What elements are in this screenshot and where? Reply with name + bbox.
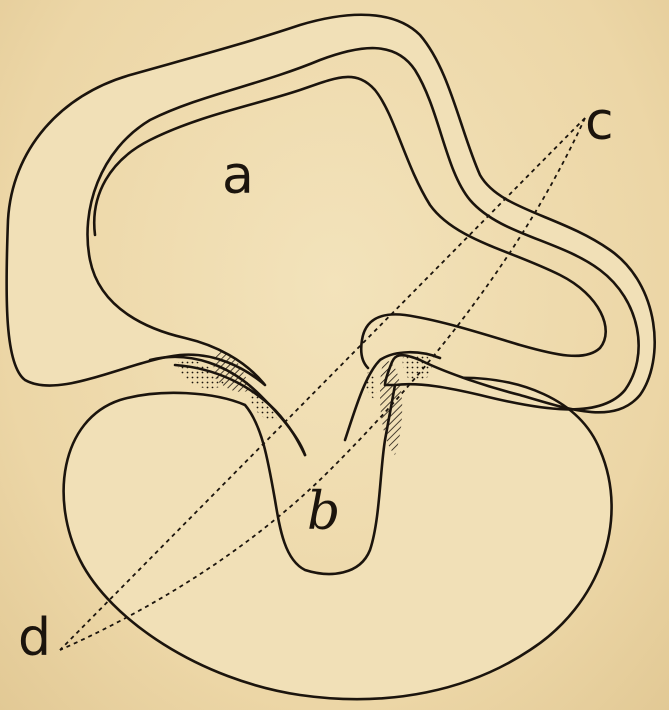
right-dotted-tissue-left (365, 372, 377, 400)
upper-outer-membrane (7, 15, 655, 413)
left-dotted-tissue-lower (250, 390, 278, 421)
label-d: d (18, 612, 51, 664)
label-a: a (222, 150, 254, 202)
label-b: b (307, 486, 340, 538)
label-c: c (585, 96, 614, 148)
